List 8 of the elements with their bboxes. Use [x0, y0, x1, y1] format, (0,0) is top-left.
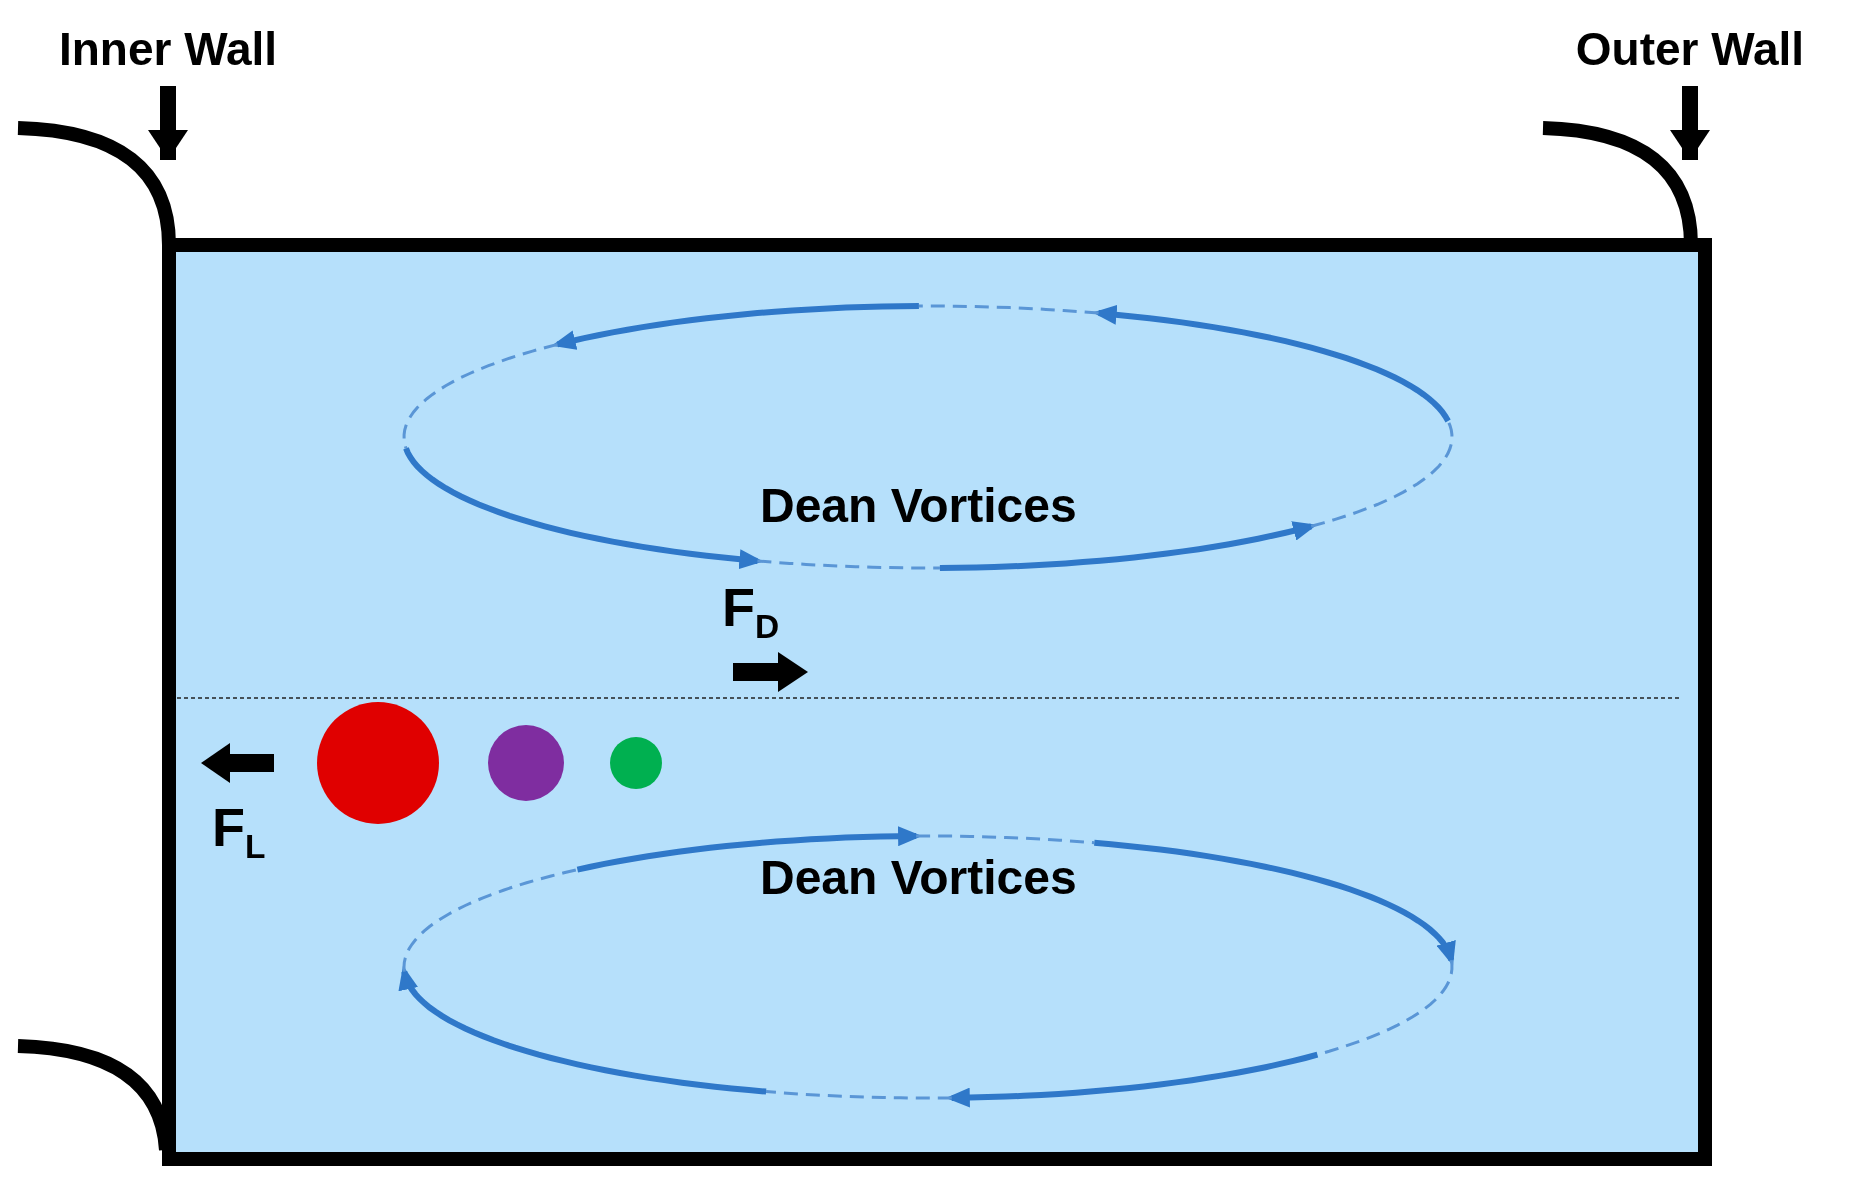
arrow [148, 86, 188, 160]
force-label: F$_{D}$ [722, 580, 780, 644]
wall-label: Inner Wall [20, 20, 316, 78]
vortex-label: Dean Vortices [760, 854, 1077, 902]
force-label: F$_{L}$ [212, 800, 266, 864]
vortex-label: Dean Vortices [760, 482, 1077, 530]
wall-label: Outer Wall [1540, 20, 1840, 78]
arrow [1670, 86, 1710, 160]
